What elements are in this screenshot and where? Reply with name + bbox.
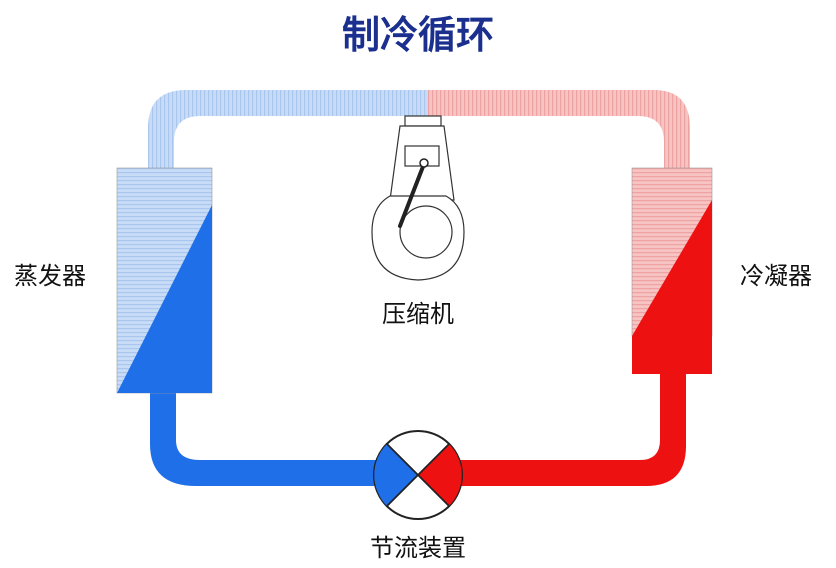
expansion-valve [373, 430, 463, 520]
compressor-label: 压缩机 [382, 300, 454, 328]
evaporator [116, 167, 213, 394]
bottom-pipe [150, 372, 686, 486]
expansion-valve-label: 节流装置 [370, 534, 466, 562]
compressor [371, 115, 465, 281]
condenser-label: 冷凝器 [740, 262, 812, 290]
evaporator-label: 蒸发器 [14, 262, 86, 290]
top-pipe [148, 90, 690, 168]
diagram-title: 制冷循环 [342, 13, 494, 57]
condenser [631, 167, 713, 374]
